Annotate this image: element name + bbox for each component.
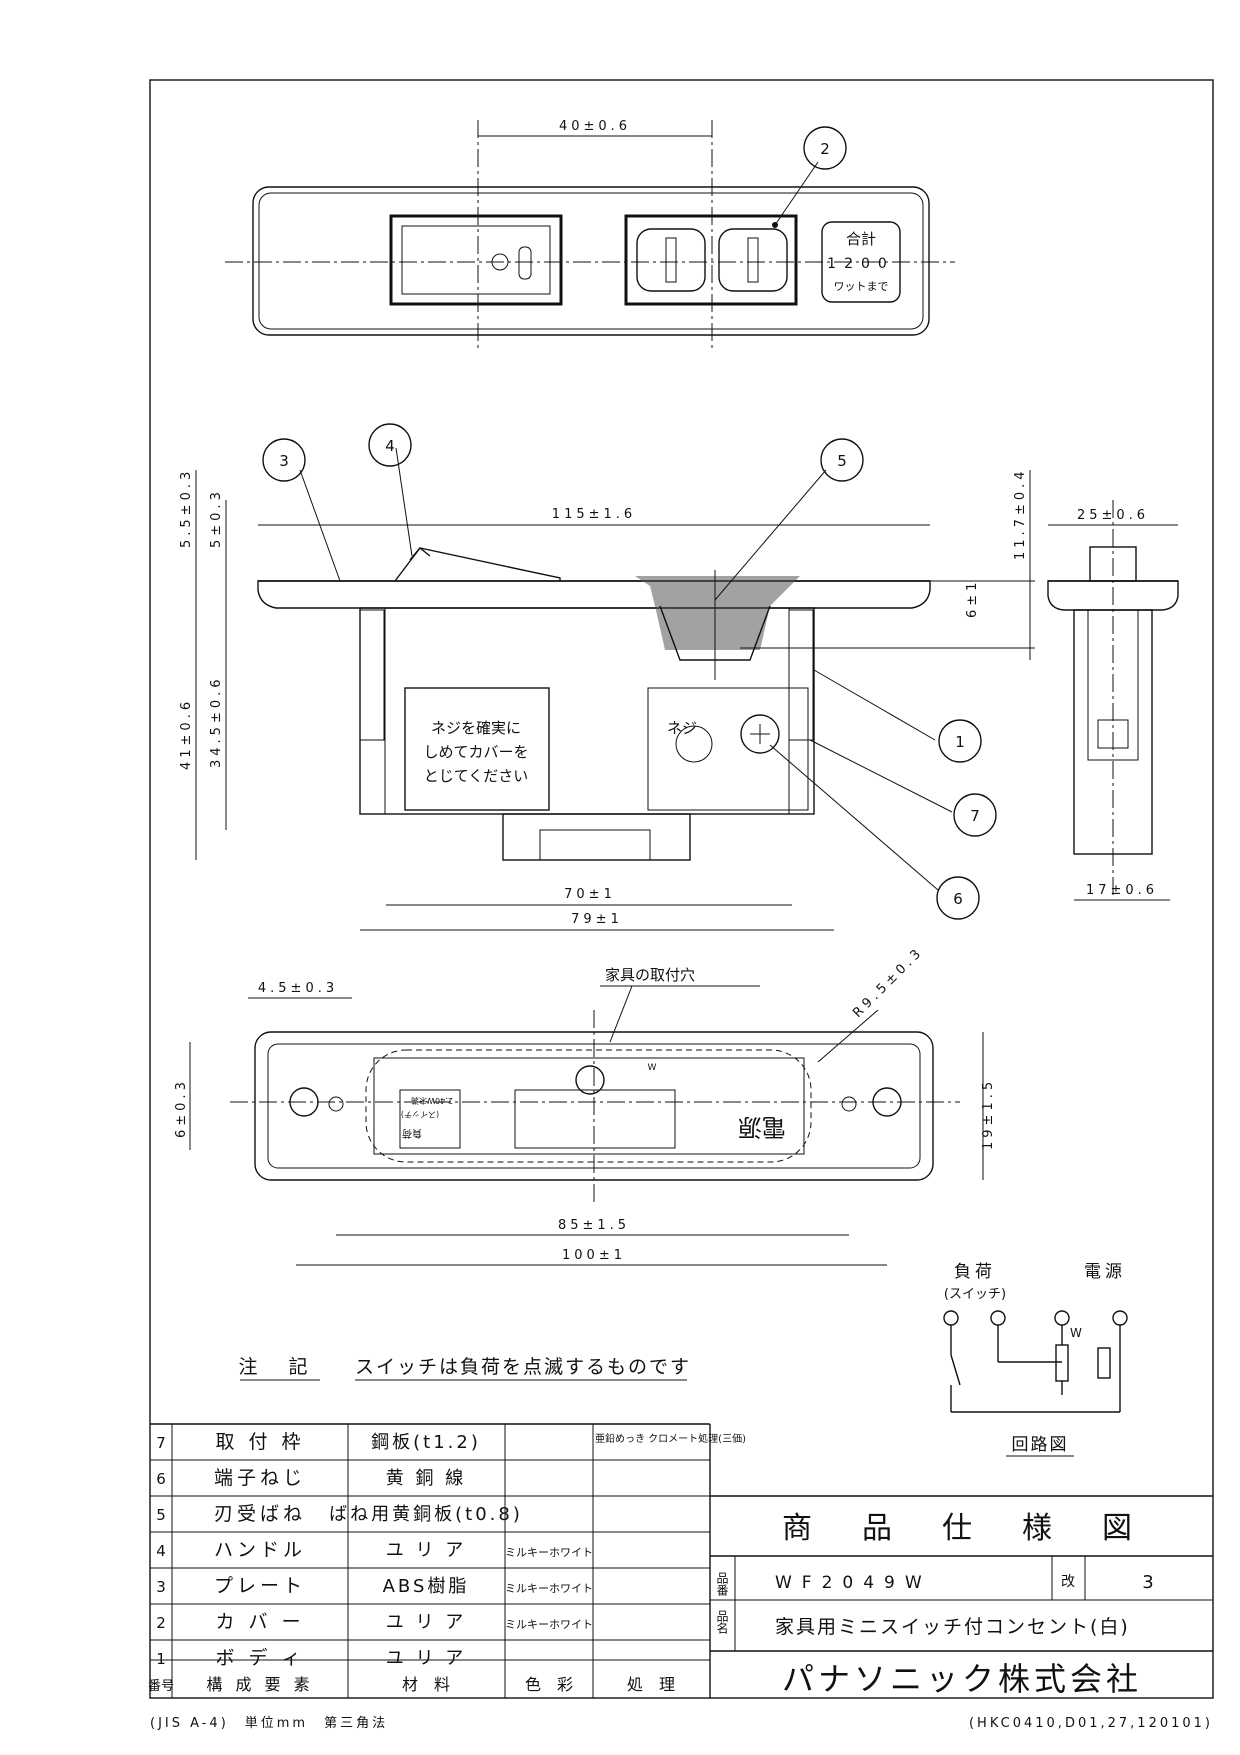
callout-2: 2 — [820, 140, 830, 158]
bottom-rating: 2.40W未満 — [411, 1096, 453, 1106]
dim-11-7: 11.7±0.4 — [1013, 467, 1028, 560]
product-name: 家具用ミニスイッチ付コンセント(白) — [775, 1616, 1130, 1638]
dim-115: 115±1.6 — [552, 507, 636, 522]
badge-line2: 1200 — [827, 256, 895, 272]
callout-5: 5 — [837, 452, 847, 470]
table-cell-material-row5: ばね用黄銅板(t0.8) — [329, 1504, 523, 1525]
dim-4-5: 4.5±0.3 — [258, 981, 338, 996]
table-cell-material-row6: 黄 銅 線 — [386, 1468, 466, 1489]
bottom-load-text: 負荷 — [402, 1127, 422, 1139]
dim-5-5: 5.5±0.3 — [179, 468, 194, 548]
circuit-load: 負荷 — [954, 1262, 996, 1282]
dim-r9-5: R9.5±0.3 — [850, 944, 927, 1021]
rev-label: 改 — [1061, 1574, 1075, 1590]
table-cell-material-row4: ユ リ ア — [386, 1540, 466, 1561]
parts-table — [150, 1423, 711, 1698]
table-cell-color-row2: ミルキーホワイト — [505, 1618, 593, 1631]
circuit-diagram: 負荷 (スイッチ) 電源 W 回路図 — [943, 1262, 1128, 1457]
dim-70: 70±1 — [564, 887, 616, 902]
dim-41: 41±0.6 — [179, 698, 194, 770]
hdr-no: 番号 — [148, 1679, 174, 1694]
table-cell-no-row1: 1 — [156, 1650, 166, 1668]
footer-right: (HKC0410,D01,27,120101) — [969, 1716, 1213, 1731]
title-block: 商 品 仕 様 図 品番 WF2049W 改 3 品名 家具用ミニスイッチ付コン… — [710, 1495, 1213, 1698]
table-cell-no-row3: 3 — [156, 1578, 166, 1596]
dim-34-5: 34.5±0.6 — [209, 675, 224, 768]
table-cell-no-row4: 4 — [156, 1542, 166, 1560]
table-cell-color-row3: ミルキーホワイト — [505, 1582, 593, 1595]
table-cell-material-row3: ABS樹脂 — [383, 1576, 470, 1597]
circuit-power: 電源 — [1084, 1262, 1126, 1282]
rev: 3 — [1142, 1572, 1153, 1593]
circuit-load-sub: (スイッチ) — [944, 1287, 1006, 1302]
callout-3: 3 — [279, 452, 289, 470]
hdr-component: 構 成 要 素 — [206, 1675, 313, 1694]
dim-19: 19±1.5 — [981, 1078, 996, 1150]
end-view: 25±0.6 17±0.6 — [1047, 500, 1179, 901]
table-cell-finish-row7: 亜鉛めっき クロメート処理(三価) — [595, 1432, 746, 1445]
drawing-border — [149, 79, 1214, 1699]
table-cell-component-row1: ボ デ ィ — [215, 1647, 304, 1669]
table-cell-material-row7: 鋼板(t1.2) — [371, 1432, 481, 1453]
table-header: 番号 構 成 要 素 材 料 色 彩 処 理 — [148, 1675, 675, 1694]
badge-line3: ワットまで — [834, 280, 889, 293]
table-cell-material-row1: ユ リ ア — [386, 1648, 466, 1669]
table-cell-component-row7: 取 付 枠 — [215, 1431, 304, 1453]
hdr-finish: 処 理 — [627, 1675, 675, 1694]
name-label: 品名 — [715, 1610, 729, 1634]
table-cell-component-row3: プレート — [214, 1575, 306, 1597]
table-cell-no-row6: 6 — [156, 1470, 166, 1488]
front-view: 合計 1200 ワットまで 40±0.6 2 — [225, 119, 955, 352]
hdr-color: 色 彩 — [525, 1675, 573, 1694]
doc-title: 商 品 仕 様 図 — [782, 1511, 1142, 1546]
table-rows: 7 取 付 枠 鋼板(t1.2) 亜鉛めっき クロメート処理(三価) 6 端子ねじ 黄 銅 … — [156, 1431, 746, 1669]
table-cell-component-row4: ハンドル — [214, 1539, 306, 1561]
dim-79: 79±1 — [571, 912, 623, 927]
note: 注 記 スイッチは負荷を点滅するものです — [238, 1356, 691, 1381]
side-view: ネジを確実に しめてカバーを とじてください ネジ 115±1.6 70±1 7… — [179, 423, 1035, 931]
cover-text-1: ネジを確実に — [431, 719, 521, 737]
badge-line1: 合計 — [846, 230, 876, 248]
dim-85: 85±1.5 — [558, 1218, 630, 1233]
note-text: スイッチは負荷を点滅するものです — [355, 1356, 691, 1378]
callout-1: 1 — [955, 733, 965, 751]
hole-label: 家具の取付穴 — [605, 966, 695, 984]
callout-6: 6 — [953, 890, 963, 908]
circuit-w: W — [1070, 1326, 1082, 1340]
note-label: 注 記 — [238, 1356, 313, 1378]
circuit-title: 回路図 — [1012, 1435, 1069, 1455]
dim-100: 100±1 — [562, 1248, 626, 1263]
table-cell-component-row6: 端子ねじ — [214, 1467, 306, 1489]
table-cell-color-row4: ミルキーホワイト — [505, 1546, 593, 1559]
table-cell-no-row5: 5 — [156, 1506, 166, 1524]
dim-25: 25±0.6 — [1077, 508, 1149, 523]
screw-label: ネジ — [667, 719, 697, 737]
cover-text-3: とじてください — [424, 767, 529, 785]
dim-40: 40±0.6 — [559, 119, 631, 134]
table-cell-component-row5: 刃受ばね — [214, 1503, 306, 1525]
part-no-label: 品番 — [715, 1572, 729, 1597]
hdr-material: 材 料 — [402, 1675, 450, 1694]
dim-5: 5±0.3 — [209, 488, 224, 548]
company: パナソニック株式会社 — [782, 1660, 1142, 1698]
callout-4: 4 — [385, 437, 395, 455]
table-cell-no-row7: 7 — [156, 1434, 166, 1452]
dim-6-side: 6±1 — [965, 579, 980, 618]
table-cell-component-row2: カ バ ー — [215, 1611, 304, 1633]
bottom-power-text: 電源 — [738, 1113, 786, 1141]
cover-text-2: しめてカバーを — [423, 743, 528, 761]
bottom-w-mark: W — [648, 1063, 657, 1073]
table-cell-material-row2: ユ リ ア — [386, 1612, 466, 1633]
dim-6-bottom: 6±0.3 — [174, 1078, 189, 1138]
footer-left: (JIS A-4) 単位mm 第三角法 — [150, 1715, 388, 1731]
dim-17: 17±0.6 — [1086, 883, 1158, 898]
table-cell-no-row2: 2 — [156, 1614, 166, 1632]
callout-7: 7 — [970, 807, 980, 825]
part-no: WF2049W — [775, 1573, 932, 1593]
bottom-load-sub: (スイッチ) — [401, 1110, 439, 1119]
bottom-view: 電源 負荷 (スイッチ) 2.40W未満 W 家具の取付穴 4.5±0.3 R9… — [174, 944, 996, 1266]
